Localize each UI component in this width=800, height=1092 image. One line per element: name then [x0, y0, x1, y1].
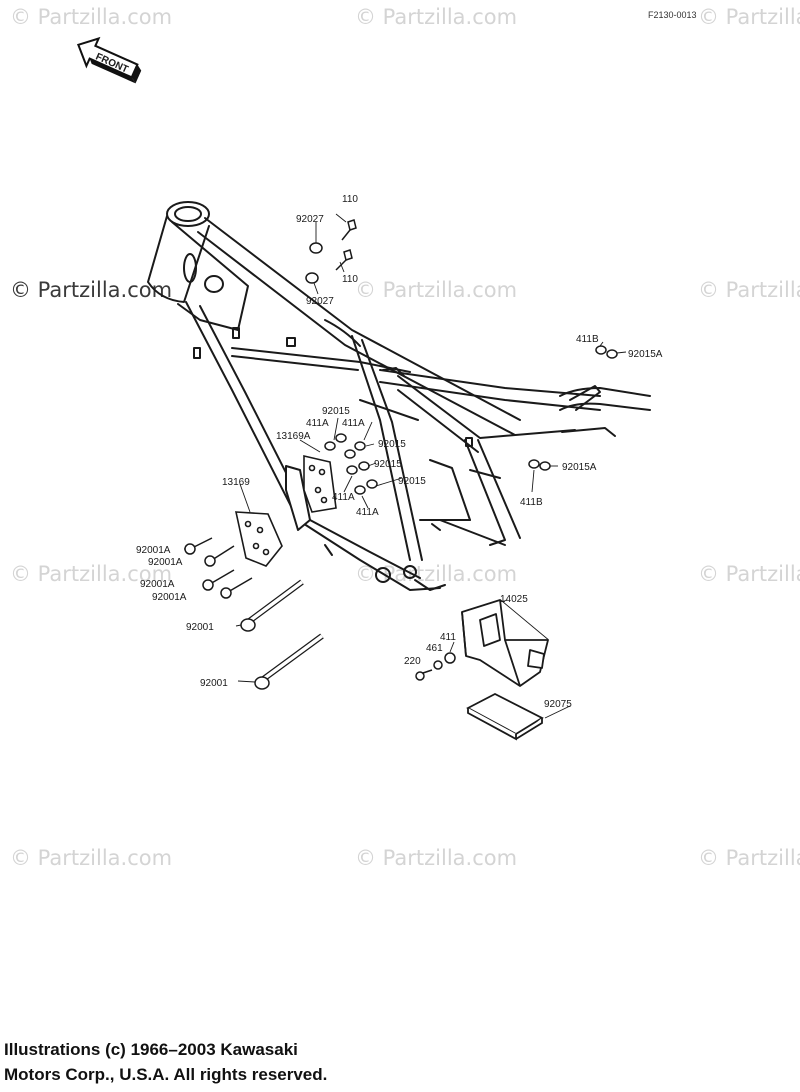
part-label: 411A — [306, 418, 329, 429]
watermark: © Partzilla.com — [10, 5, 173, 29]
watermark: © Partzilla.com — [698, 562, 800, 586]
watermark: © Partzilla.com — [355, 278, 518, 302]
part-label: 13169A — [276, 431, 311, 442]
pad-92075 — [466, 692, 544, 741]
copyright-line: Illustrations (c) 1966–2003 Kawasaki — [4, 1040, 298, 1059]
part-label: 411B — [576, 334, 599, 345]
front-arrow-icon: FRONT — [76, 36, 142, 84]
part-label: 92015 — [322, 406, 350, 417]
part-label: 92001 — [200, 678, 228, 689]
watermark: © Partzilla.com — [355, 5, 518, 29]
bracket-13169a — [303, 454, 337, 513]
part-label: 13169 — [222, 477, 250, 488]
watermark: © Partzilla.com — [10, 278, 173, 302]
copyright-footer: Illustrations (c) 1966–2003 Kawasaki Mot… — [4, 1037, 327, 1087]
part-label: 92001A — [140, 579, 175, 590]
part-label: 110 — [342, 194, 358, 205]
watermark: © Partzilla.com — [698, 278, 800, 302]
part-label: 411A — [356, 507, 379, 518]
watermark: © Partzilla.com — [10, 562, 173, 586]
part-label: 92075 — [544, 699, 572, 710]
part-label: 220 — [404, 656, 421, 667]
part-label: 92027 — [296, 214, 324, 225]
part-label: 92027 — [306, 296, 334, 307]
part-label: 14025 — [500, 594, 528, 605]
watermark: © Partzilla.com — [698, 5, 800, 29]
watermark: © Partzilla.com — [10, 846, 173, 870]
bracket-13169 — [234, 511, 283, 567]
watermark: © Partzilla.com — [355, 846, 518, 870]
part-label: 92001 — [186, 622, 214, 633]
watermark: © Partzilla.com — [698, 846, 800, 870]
part-label: 92015 — [398, 476, 426, 487]
part-label: 92015A — [628, 349, 663, 360]
part-labels: 110 92027 110 92027 411B 92015A 92015 41… — [136, 194, 663, 710]
part-label: 411B — [520, 497, 543, 508]
hardware — [184, 219, 618, 690]
part-label: 92015A — [562, 462, 597, 473]
part-label: 411 — [440, 632, 456, 643]
part-label: 92001A — [152, 592, 187, 603]
part-label: 92001A — [136, 545, 171, 556]
figure-code: F2130-0013 — [648, 10, 697, 20]
part-label: 411A — [342, 418, 365, 429]
main-frame — [147, 201, 651, 591]
battery-case-14025 — [461, 599, 549, 687]
copyright-line: Motors Corp., U.S.A. All rights reserved… — [4, 1065, 328, 1084]
part-label: 92001A — [148, 557, 183, 568]
part-label: 92015 — [378, 439, 406, 450]
part-label: 92015 — [374, 459, 402, 470]
part-label: 110 — [342, 274, 358, 285]
leader-lines — [184, 213, 627, 719]
part-label: 411A — [332, 492, 355, 503]
part-label: 461 — [426, 643, 443, 654]
